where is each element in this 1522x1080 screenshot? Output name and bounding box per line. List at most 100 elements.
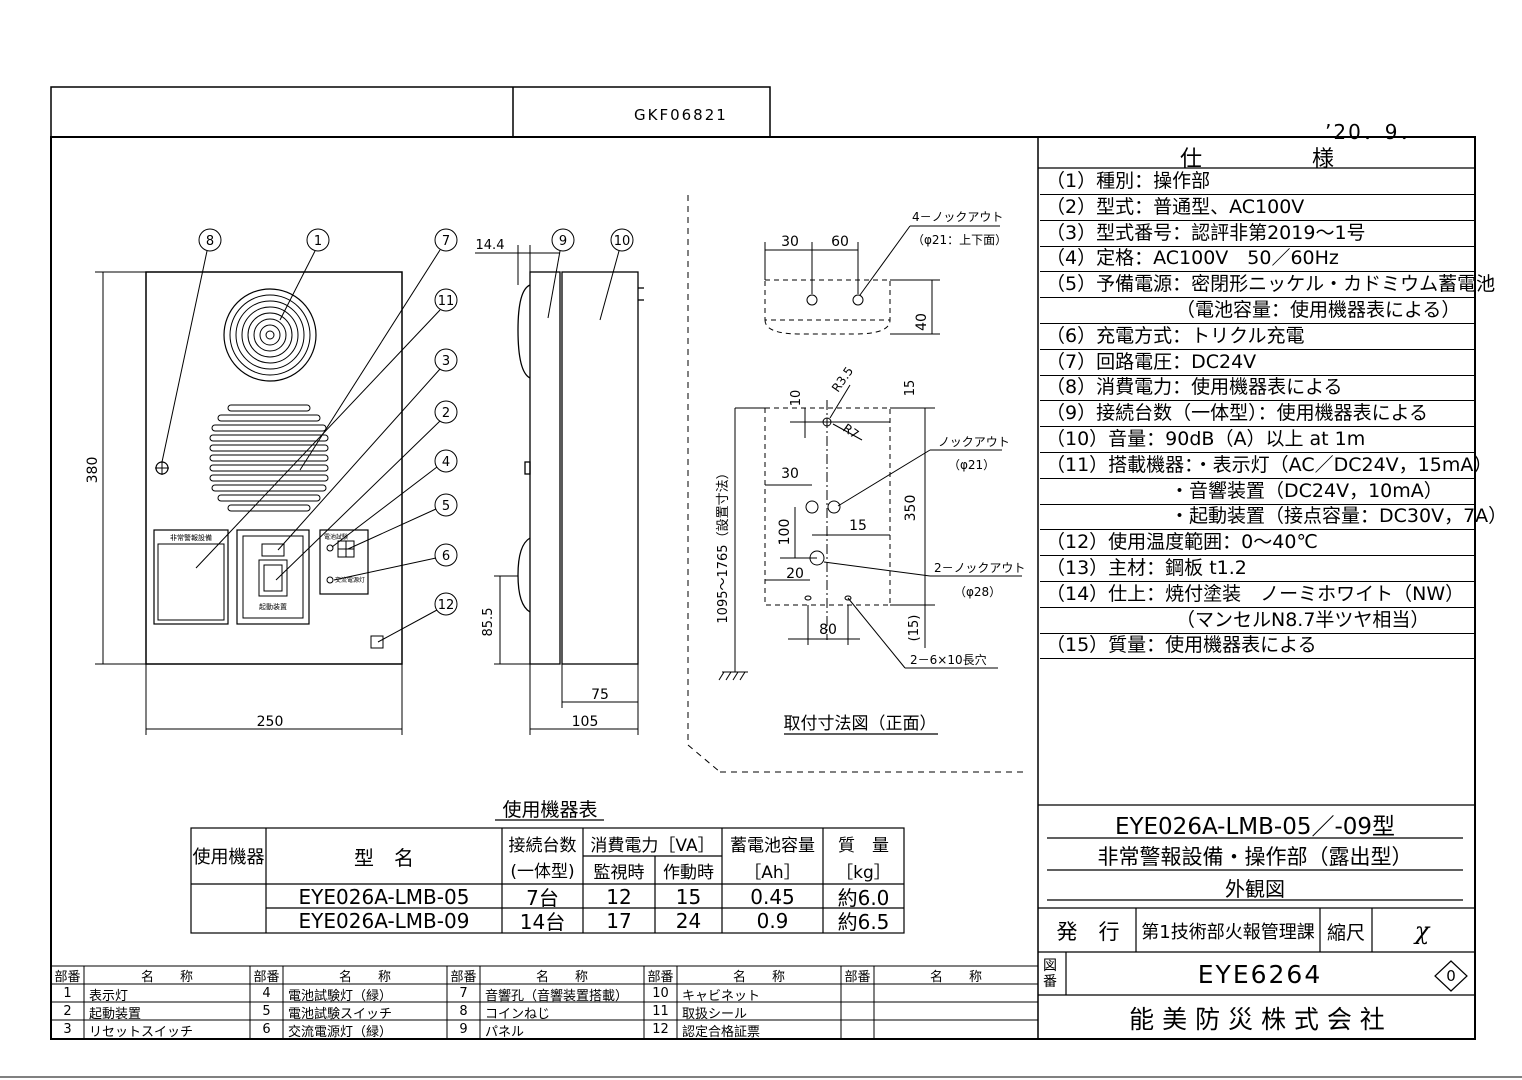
ac-label: 交流電源灯 (335, 576, 365, 584)
spec-row: （1）種別：操作部 (1040, 169, 1474, 195)
spec-row: （10）音量：90dB（A）以上 at 1m (1040, 427, 1474, 453)
parts-no-header: 部番 (253, 969, 280, 985)
svg-text:30: 30 (781, 466, 799, 482)
header-connections: 接続台数 (508, 835, 577, 856)
svg-text:1095～1765（設置寸法）: 1095～1765（設置寸法） (715, 466, 731, 623)
header-power: 消費電力［VA］ (590, 835, 715, 856)
parts-no-header: 部番 (844, 969, 871, 985)
part-number: 3 (63, 1021, 72, 1037)
svg-text:6: 6 (442, 549, 450, 564)
header-power-monitor: 監視時 (593, 862, 645, 883)
mount-labels: 30 60 40 4－ノックアウト （φ21：上下面） 10 R3.5 R7 1… (715, 210, 1025, 667)
part-name: リセットスイッチ (89, 1025, 194, 1040)
svg-text:15: 15 (903, 380, 918, 397)
svg-text:（φ21：上下面）: （φ21：上下面） (912, 233, 1007, 247)
equipment-table-title: 使用機器表 (502, 798, 598, 821)
part-name: 音響孔（音響装置搭載） (485, 989, 629, 1004)
svg-text:R7: R7 (840, 421, 861, 442)
row-active: 15 (675, 884, 702, 909)
row-monitor: 17 (606, 908, 632, 933)
row-model: EYE026A-LMB-09 (298, 908, 470, 933)
dim-side-total: 105 (572, 714, 599, 730)
svg-text:80: 80 (819, 622, 837, 638)
row-mass: 約6.5 (837, 910, 890, 934)
test-label: 電池試験 (324, 533, 348, 541)
spec-row-text: （5）予備電源：密閉形ニッケル・カドミウム蓄電池 (1046, 273, 1496, 296)
svg-text:100: 100 (777, 519, 793, 546)
spec-row-text: ・音響装置（DC24V，10mA） (1170, 479, 1443, 502)
row-battery: 0.45 (750, 884, 795, 909)
title-block-grid (1038, 167, 1475, 996)
spec-row: （13）主材：鋼板 t1.2 (1040, 556, 1474, 582)
spec-row-text: （11）搭載機器：・表示灯（AC／DC24V，15mA） (1046, 453, 1493, 476)
company-name: 能 美 防 災 株 式 会 社 (1129, 1005, 1385, 1034)
part-number: 6 (262, 1021, 271, 1037)
mount-title: 取付寸法図（正面） (784, 714, 937, 734)
side-dims (475, 245, 639, 735)
spec-row: ・起動装置（接点容量：DC30V，7A） (1040, 504, 1507, 531)
part-name: 認定合格証票 (682, 1025, 761, 1040)
svg-text:11: 11 (438, 294, 455, 309)
svg-text:4: 4 (442, 455, 450, 470)
svg-text:（φ21）: （φ21） (948, 458, 995, 472)
spec-row: （4）定格：AC100V 50／60Hz (1040, 246, 1474, 273)
spec-row-text: （3）型式番号：認評非第2019～1号 (1046, 221, 1366, 244)
part-number: 12 (652, 1021, 669, 1037)
spec-row: （2）型式：普通型、AC100V (1040, 195, 1474, 221)
spec-row: （電池容量：使用機器表による） (1040, 298, 1474, 324)
spec-row: （8）消費電力：使用機器表による (1040, 375, 1474, 402)
svg-text:350: 350 (903, 495, 919, 522)
part-number: 7 (459, 985, 468, 1001)
parts-name-header: 名 称 (732, 969, 785, 985)
header-power-active: 作動時 (663, 862, 714, 883)
spec-row-text: （2）型式：普通型、AC100V (1046, 195, 1305, 218)
parts-name-header: 名 称 (338, 969, 391, 985)
spec-row: ・音響装置（DC24V，10mA） (1040, 479, 1474, 505)
spec-row: （6）充電方式：トリクル充電 (1040, 324, 1474, 350)
svg-text:20: 20 (786, 566, 804, 582)
panel-label: 非常警報設備 (170, 533, 212, 542)
part-name: 起動装置 (89, 1007, 142, 1022)
view-name: 外観図 (1225, 876, 1285, 901)
svg-text:R3.5: R3.5 (829, 364, 856, 394)
scale-label: 縮尺 (1326, 921, 1365, 944)
spec-row-text: （9）接続台数（一体型）：使用機器表による (1046, 402, 1429, 425)
revision: 0 (1446, 967, 1456, 985)
part-number: 10 (652, 985, 669, 1001)
svg-text:1: 1 (314, 234, 322, 249)
part-number: 9 (459, 1021, 468, 1037)
header-connections-sub: (一体型) (510, 861, 575, 882)
row-model: EYE026A-LMB-05 (298, 884, 470, 909)
spec-row-text: （15）質量：使用機器表による (1046, 634, 1317, 657)
spec-row-text: （1）種別：操作部 (1046, 170, 1211, 192)
svg-text:5: 5 (442, 499, 450, 514)
spec-row: （15）質量：使用機器表による (1040, 633, 1474, 660)
date: ’20．9． (1325, 120, 1422, 144)
svg-text:30: 30 (781, 234, 799, 250)
scale-value: χ (1414, 917, 1430, 945)
spec-row: （5）予備電源：密閉形ニッケル・カドミウム蓄電池 (1040, 272, 1495, 299)
part-name: パネル (485, 1025, 525, 1040)
front-view: 非常警報設備 起動装置 電池試験 交流電源灯 (145, 271, 403, 665)
header-model: 型 名 (354, 845, 414, 870)
spec-row: （マンセルN8.7半ツヤ相当） (1040, 608, 1474, 634)
front-dims (95, 271, 403, 735)
parts-table-grid (51, 965, 1038, 1039)
row-connections: 14台 (519, 910, 566, 934)
svg-text:2: 2 (442, 406, 450, 421)
issuer-label: 発 行 (1056, 920, 1120, 944)
svg-text:4－ノックアウト: 4－ノックアウト (912, 210, 1003, 224)
parts-no-header: 部番 (647, 969, 674, 985)
start-label: 起動装置 (259, 602, 287, 611)
balloon-labels: 8 1 7 11 3 2 4 5 6 12 9 10 (206, 234, 630, 613)
svg-text:(15): (15) (907, 615, 922, 642)
side-view (517, 271, 644, 665)
part-number: 11 (652, 1003, 669, 1019)
mount-view (687, 195, 1028, 773)
svg-text:3: 3 (442, 354, 450, 369)
equipment-table-grid (190, 819, 905, 934)
svg-text:12: 12 (438, 598, 455, 613)
parts-name-header: 名 称 (140, 969, 193, 985)
row-active: 24 (675, 908, 702, 933)
